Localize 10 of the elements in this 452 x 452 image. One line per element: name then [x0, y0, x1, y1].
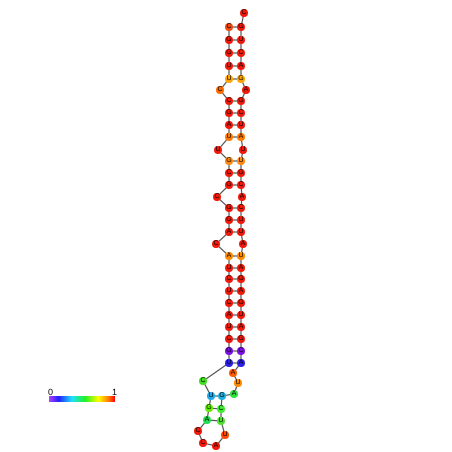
backbone-line — [219, 187, 227, 195]
backbone-line — [221, 424, 225, 432]
scale-tick-label: 1 — [112, 388, 118, 397]
backbone-line — [204, 384, 210, 394]
backbone-line — [219, 199, 227, 206]
backbone-line — [220, 139, 228, 148]
backbone-line — [218, 246, 227, 254]
scale-tick-label: 0 — [48, 388, 54, 397]
backbone-line — [218, 234, 227, 242]
backbone-line — [206, 364, 226, 380]
